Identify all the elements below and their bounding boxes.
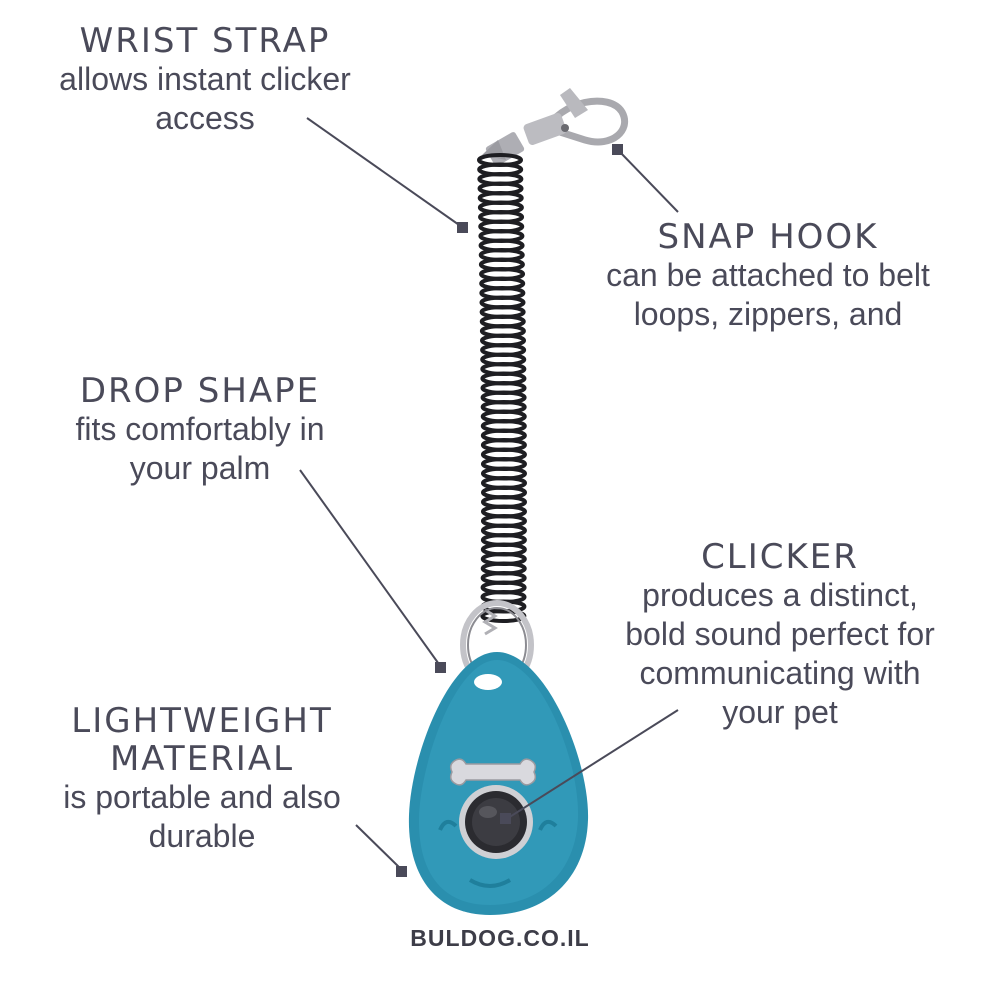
- clicker-desc-line: bold sound perfect for: [625, 616, 935, 652]
- lightweight-title-line: LIGHTWEIGHT: [71, 701, 333, 741]
- brand-watermark: BULDOG.CO.IL: [410, 925, 590, 951]
- snap-hook-title: SNAP HOOK: [657, 217, 879, 257]
- clicker-desc-line: communicating with: [639, 655, 921, 691]
- wrist-strap-title: WRIST STRAP: [79, 21, 331, 61]
- snap-hook-icon: [482, 88, 628, 166]
- callout-drop-shape: DROP SHAPE fits comfortably in your palm: [30, 372, 370, 488]
- spring-connector: [482, 608, 498, 636]
- snap-hook-desc-line: can be attached to belt: [606, 257, 930, 293]
- callout-snap-hook: SNAP HOOK can be attached to belt loops,…: [578, 218, 958, 334]
- snap-hook-desc-line: loops, zippers, and: [633, 296, 903, 332]
- drop-shape-title: DROP SHAPE: [79, 371, 321, 411]
- clicker-desc-line: produces a distinct,: [642, 577, 918, 613]
- clicker-title: CLICKER: [701, 537, 859, 577]
- clicker-desc-line: your pet: [722, 694, 838, 730]
- drop-shape-desc-line: your palm: [129, 450, 271, 486]
- drop-shape-desc-line: fits comfortably in: [75, 411, 325, 447]
- coil-strap-icon: [477, 153, 527, 636]
- leader-lines: [299, 117, 679, 877]
- lightweight-desc-line: is portable and also: [63, 779, 341, 815]
- clicker-device-illustration: [408, 652, 589, 915]
- wrist-strap-desc-line: access: [155, 100, 255, 136]
- lightweight-desc-line: durable: [148, 818, 256, 854]
- callout-wrist-strap: WRIST STRAP allows instant clicker acces…: [20, 22, 390, 138]
- wrist-strap-desc-line: allows instant clicker: [59, 61, 351, 97]
- callout-lightweight-material: LIGHTWEIGHT MATERIAL is portable and als…: [22, 702, 382, 856]
- callout-clicker: CLICKER produces a distinct, bold sound …: [590, 538, 970, 732]
- lightweight-title-line: MATERIAL: [109, 739, 295, 779]
